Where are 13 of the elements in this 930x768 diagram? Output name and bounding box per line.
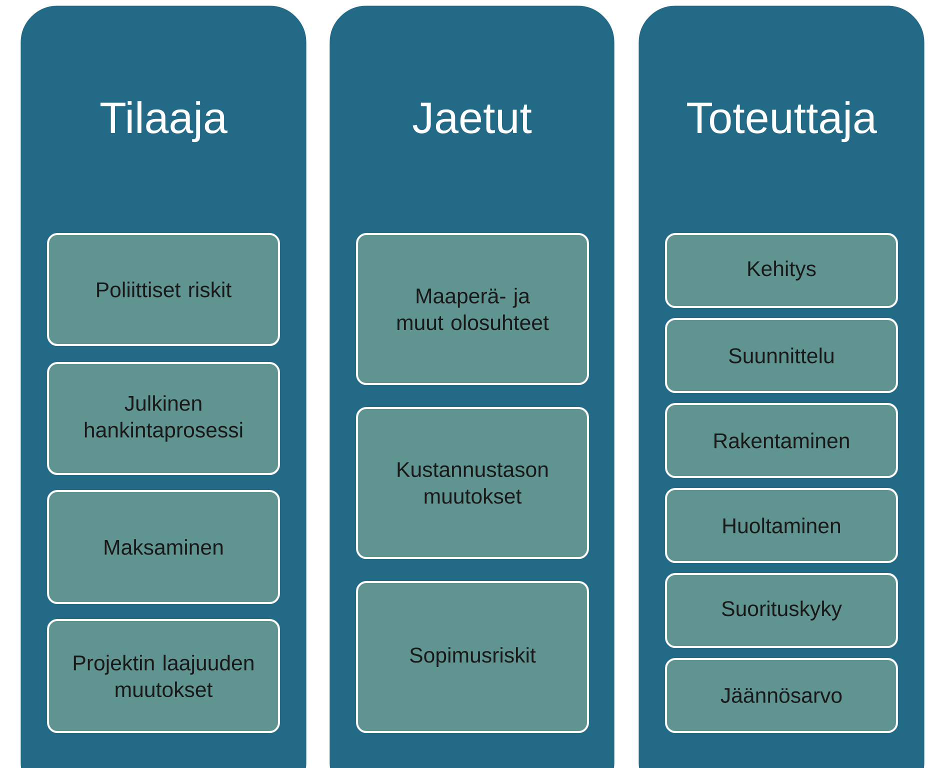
risk-box: Sopimusriskit: [356, 581, 589, 733]
risk-box: Julkinen hankintaprosessi: [47, 362, 280, 475]
risk-box: Jäännösarvo: [665, 658, 898, 734]
risk-box: Huoltaminen: [665, 488, 898, 564]
risk-box: Suorituskyky: [665, 572, 898, 648]
risk-box: Maaperä- ja muut olosuhteet: [356, 233, 589, 385]
risk-box: Projektin laajuuden muutokset: [47, 619, 280, 733]
risk-box: Poliittiset riskit: [47, 233, 280, 346]
risk-box: Suunnittelu: [665, 318, 898, 394]
risk-box: Kustannustason muutokset: [356, 407, 589, 559]
risk-box: Maksaminen: [47, 490, 280, 604]
risk-box: Rakentaminen: [665, 402, 898, 478]
risk-box: Kehitys: [665, 232, 898, 308]
